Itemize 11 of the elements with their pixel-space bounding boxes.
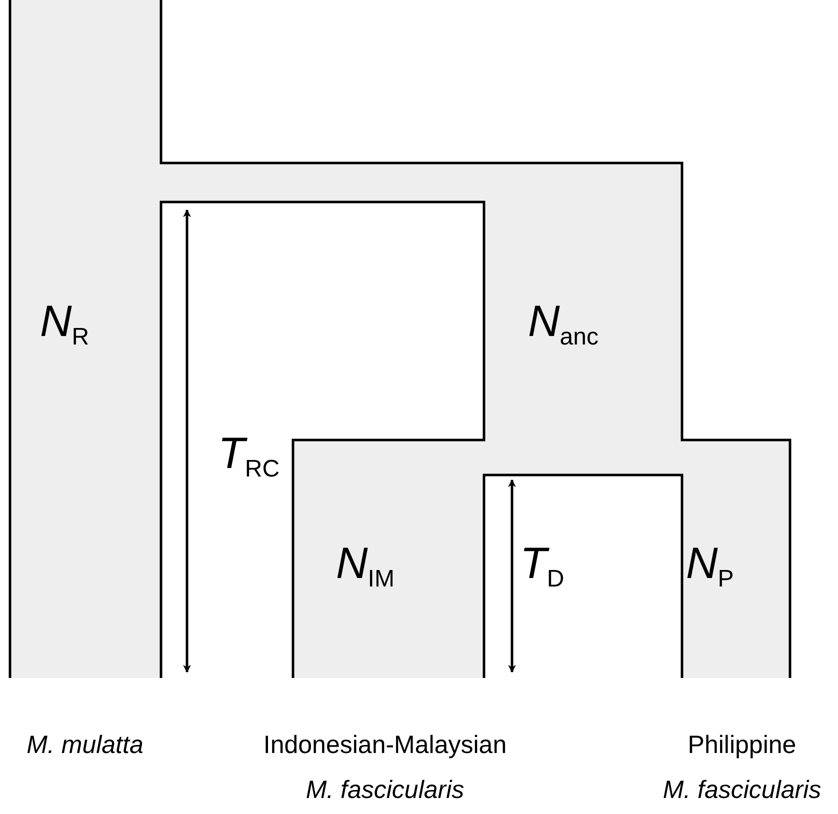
- population-size-label: N$_{anc}$: [528, 300, 598, 350]
- time-label: T$_{RC}$: [218, 432, 280, 482]
- population-label: Indonesian-Malaysian: [263, 733, 507, 758]
- species-label: M. mulatta: [26, 733, 144, 758]
- population-size-label: N$_{P}$: [686, 542, 734, 592]
- population-size-label: N$_{R}$: [40, 300, 90, 350]
- species-label: M. fascicularis: [662, 778, 822, 803]
- population-size-label: N$_{IM}$: [336, 542, 394, 592]
- population-label: Philippine: [688, 733, 796, 758]
- species-label: M. fascicularis: [306, 778, 464, 803]
- time-label: T$_{D}$: [520, 542, 564, 592]
